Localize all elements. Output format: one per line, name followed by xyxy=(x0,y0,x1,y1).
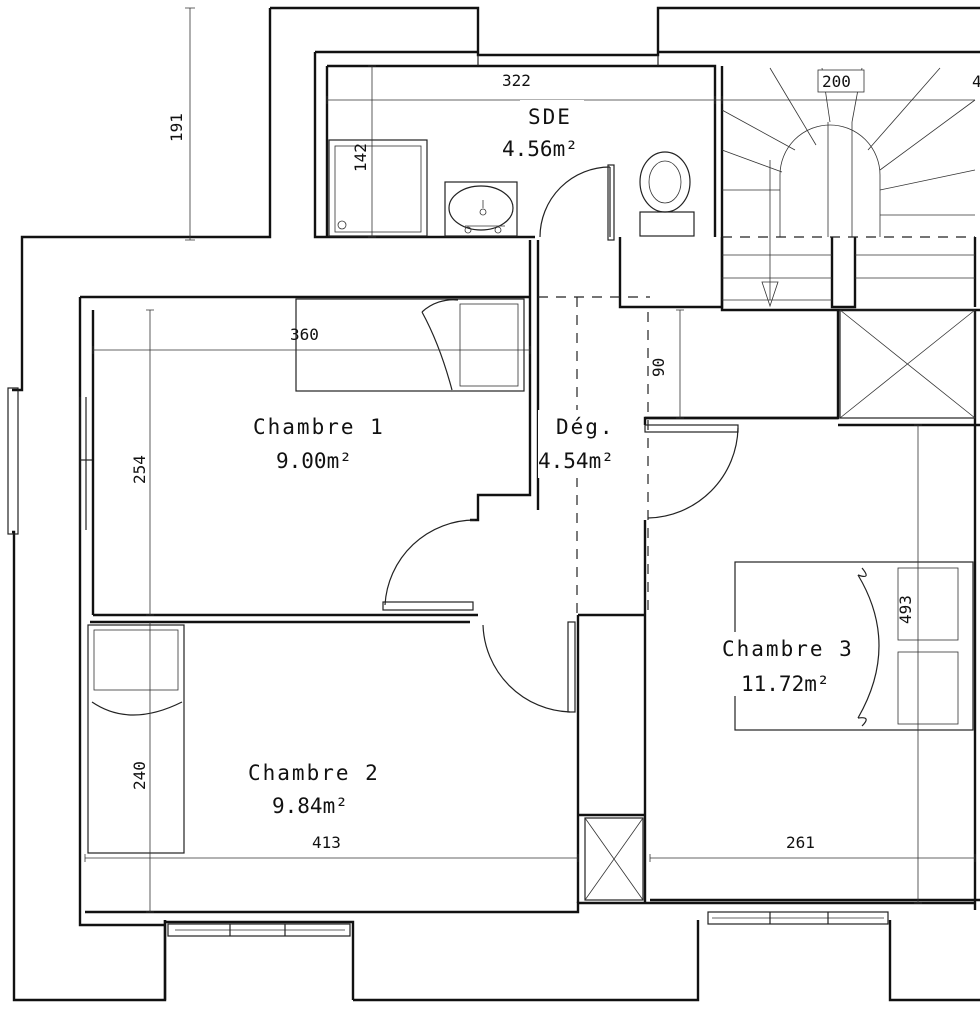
bed-chambre-1 xyxy=(295,298,525,392)
room-name-chambre-2: Chambre 2 xyxy=(248,761,380,785)
dim-360: 360 xyxy=(290,325,319,344)
duct-top-right xyxy=(839,309,976,419)
sde-label-bg xyxy=(520,100,584,162)
dim-322: 322 xyxy=(502,71,531,90)
room-name-sde: SDE xyxy=(528,105,572,129)
inner-walls xyxy=(78,64,980,1000)
dim-240: 240 xyxy=(130,761,149,790)
window-top xyxy=(477,55,659,66)
room-name-deg: Dég. xyxy=(556,415,615,439)
duct-bottom xyxy=(584,817,644,901)
room-name-chambre-1: Chambre 1 xyxy=(253,415,385,439)
dim-191: 191 xyxy=(167,113,186,142)
window-bottom-left xyxy=(167,923,351,937)
room-area-chambre-1: 9.00m² xyxy=(276,449,352,473)
dim-261: 261 xyxy=(786,833,815,852)
room-area-deg: 4.54m² xyxy=(538,449,614,473)
room-area-chambre-3: 11.72m² xyxy=(741,672,830,696)
dim-200: 200 xyxy=(822,72,851,91)
staircase xyxy=(721,67,976,308)
washbasin xyxy=(444,181,518,237)
room-area-chambre-2: 9.84m² xyxy=(272,794,348,818)
dim-4: 4 xyxy=(972,72,980,91)
dimension-lines xyxy=(84,7,976,913)
corridor-lines xyxy=(538,296,650,615)
bathtub xyxy=(328,139,428,237)
deg-label-bg xyxy=(538,410,642,478)
room-area-sde: 4.56m² xyxy=(502,137,578,161)
toilet xyxy=(639,151,695,237)
outer-walls xyxy=(12,6,980,1002)
dim-142: 142 xyxy=(351,143,370,172)
dim-493: 493 xyxy=(896,595,915,624)
dim-254: 254 xyxy=(130,455,149,484)
dim-90: 90 xyxy=(649,358,668,377)
dim-413: 413 xyxy=(312,833,341,852)
bed-chambre-2 xyxy=(87,624,185,854)
doors xyxy=(382,164,739,713)
dim-200-bg xyxy=(817,69,865,93)
window-bottom-right xyxy=(707,911,889,925)
window-left xyxy=(7,387,92,535)
dim-322-bg xyxy=(500,70,546,92)
room-name-chambre-3: Chambre 3 xyxy=(722,637,854,661)
chambre-3-label-bg xyxy=(720,632,866,696)
